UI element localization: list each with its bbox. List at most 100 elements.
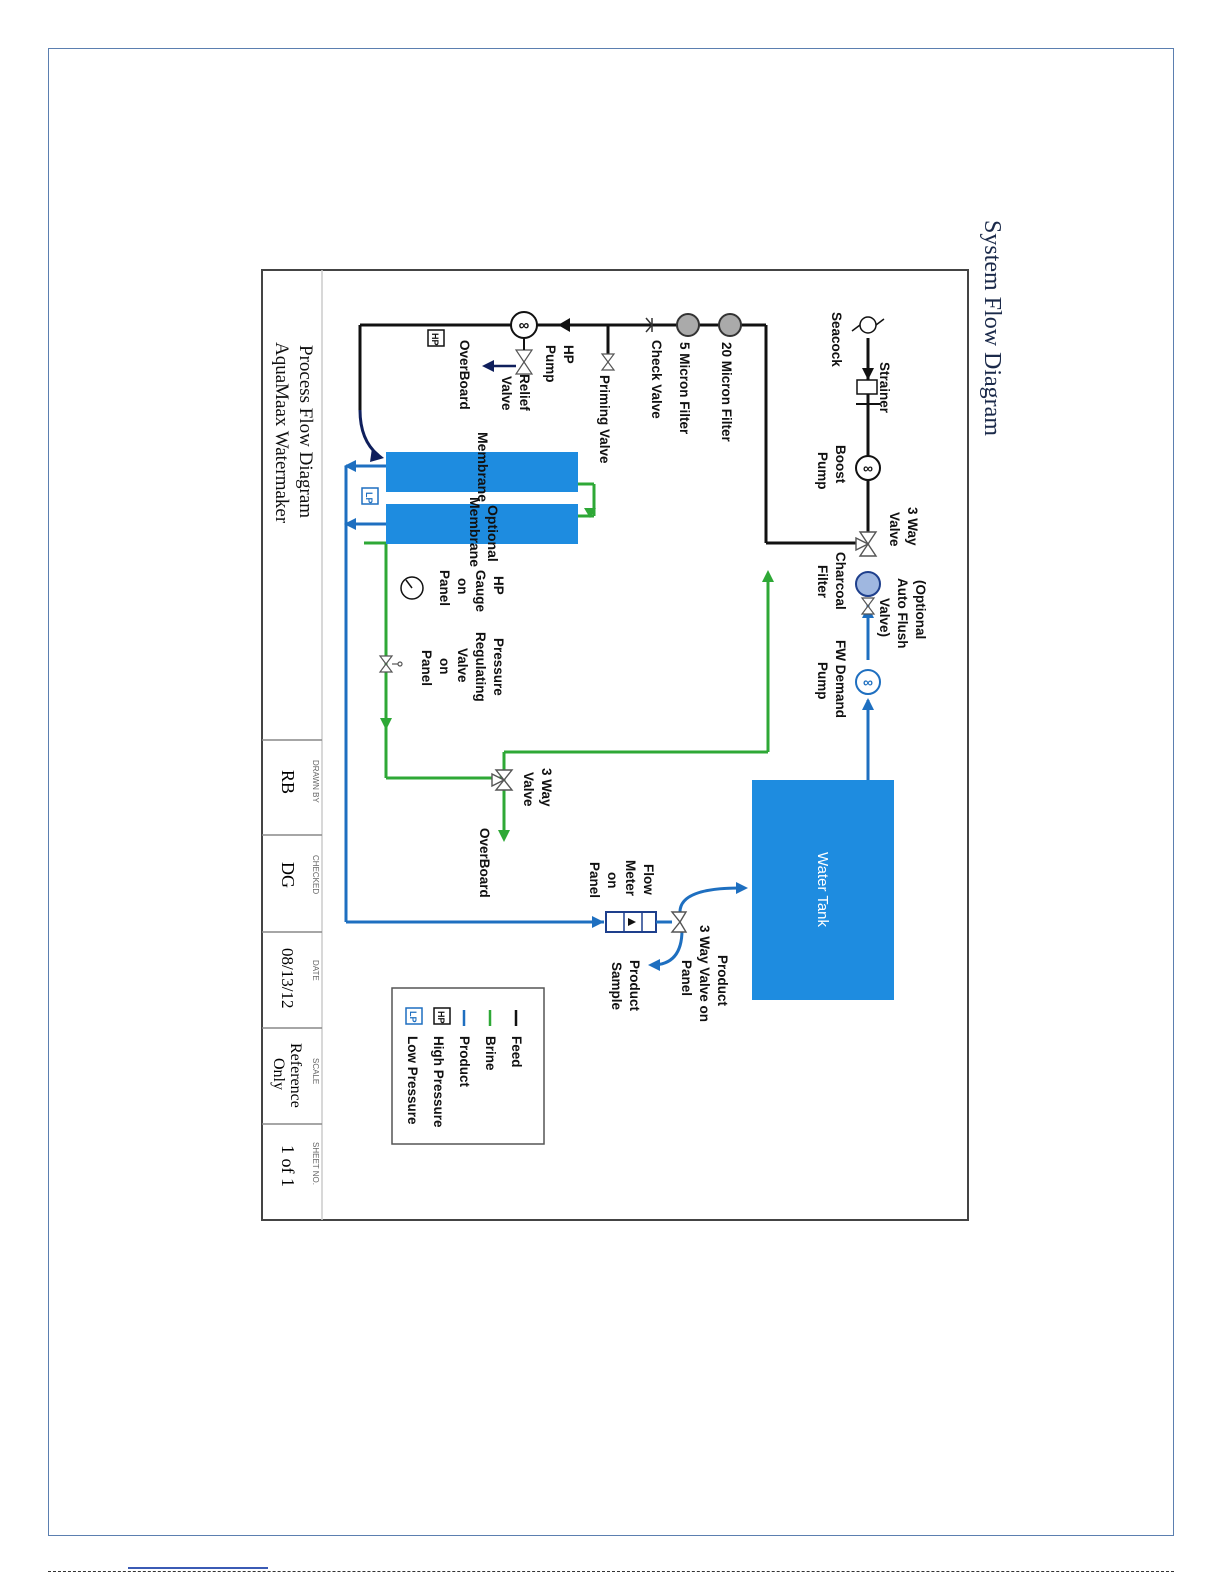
- scale-value-2: Only: [270, 1058, 287, 1090]
- flow-meter-label: Flow: [641, 864, 656, 895]
- three-way-valve-top-icon: [855, 531, 878, 557]
- arrow-icon: [862, 368, 874, 380]
- legend-item-low-pressure: LP Low Pressure: [405, 1007, 423, 1125]
- water-tank-label: Water Tank: [814, 852, 831, 928]
- charcoal-filter-icon: [855, 571, 881, 597]
- overboard-brine-label: OverBoard: [477, 828, 492, 898]
- charcoal-filter-label-2: Filter: [815, 565, 830, 599]
- optional-membrane-box: [386, 504, 578, 544]
- product-valve-label-3: Panel: [679, 960, 694, 996]
- arrow-icon: [584, 508, 596, 518]
- hp-line: [358, 409, 379, 457]
- arrow-icon: [344, 460, 356, 472]
- scale-value: Reference: [287, 1043, 304, 1108]
- svg-text:LP: LP: [364, 492, 374, 504]
- product-sample-label-2: Sample: [609, 962, 624, 1011]
- three-way-valve-bottom-label-2: Valve: [521, 772, 536, 807]
- micron-20-filter-icon: [718, 313, 742, 337]
- hp-badge-legend: HP: [436, 1011, 446, 1024]
- hp-pump-label: HP: [561, 345, 576, 364]
- fw-demand-pump-label-2: Pump: [815, 662, 830, 700]
- drawing-border: [261, 269, 969, 1221]
- three-way-valve-bottom-icon: [491, 769, 514, 791]
- arrow-icon: [592, 916, 604, 928]
- arrow-icon: [498, 830, 510, 842]
- drawn-by-caption: DRAWN BY: [311, 760, 320, 803]
- check-valve-icon: [645, 317, 653, 333]
- charcoal-filter-label: Charcoal: [833, 552, 848, 610]
- page-frame: [48, 48, 1174, 1536]
- sheet-value: 1 of 1: [278, 1145, 298, 1187]
- product-lines: [344, 464, 870, 967]
- fw-demand-pump-label: FW Demand: [833, 640, 848, 718]
- title-block-subtitle: AquaMaax Watermaker: [271, 342, 292, 524]
- hp-pump-icon: ∞: [510, 311, 538, 339]
- arrow-icon: [648, 959, 660, 971]
- arrow-icon: [862, 698, 874, 710]
- three-way-valve-top-label: 3 Way: [905, 507, 920, 546]
- hp-gauge-label-3: on: [455, 578, 470, 595]
- svg-text:∞: ∞: [863, 460, 873, 476]
- svg-text:∞: ∞: [519, 317, 530, 334]
- checked-value: DG: [278, 862, 298, 888]
- product-sample-label: Product: [627, 960, 642, 1012]
- arrow-icon: [344, 518, 356, 530]
- product-three-way-valve-icon: [670, 911, 688, 933]
- relief-valve-icon: [514, 349, 534, 375]
- pressure-valve-label-3: Valve: [455, 648, 470, 683]
- strainer-icon: [856, 379, 880, 405]
- page-footer-link-mark: [128, 1567, 268, 1569]
- water-tank-box: [752, 780, 894, 1000]
- pressure-valve-label-4: on: [437, 658, 452, 675]
- flow-meter-label-2: Meter: [623, 860, 638, 897]
- hp-gauge-label: HP: [491, 576, 506, 595]
- title-block-title: Process Flow Diagram: [295, 345, 316, 518]
- arrow-icon: [558, 318, 570, 332]
- flow-meter-label-4: Panel: [587, 862, 602, 898]
- lp-badge-legend: LP: [408, 1011, 418, 1023]
- overboard-relief-label: OverBoard: [457, 340, 472, 410]
- micron-5-label: 5 Micron Filter: [677, 342, 692, 435]
- pressure-valve-label-2: Regulating: [473, 632, 488, 702]
- product-valve-label: Product: [715, 955, 730, 1007]
- boost-pump-label-2: Pump: [815, 452, 830, 490]
- check-valve-label: Check Valve: [649, 340, 664, 419]
- micron-20-label: 20 Micron Filter: [719, 342, 734, 443]
- drawn-by-value: RB: [278, 770, 298, 794]
- boost-pump-label: Boost: [833, 445, 848, 484]
- date-value: 08/13/12: [278, 948, 297, 1008]
- optional-membrane-label-2: Membrane: [467, 497, 483, 567]
- legend-label: Product: [457, 1036, 472, 1088]
- pressure-regulating-valve-icon: [378, 655, 403, 673]
- arrow-icon: [370, 448, 384, 462]
- legend-label: Brine: [483, 1036, 498, 1071]
- auto-flush-label-2: Auto Flush: [895, 578, 910, 649]
- hp-gauge-icon: [400, 576, 424, 600]
- feed-lines: [358, 323, 870, 545]
- three-way-valve-bottom-label: 3 Way: [539, 768, 554, 807]
- lp-badge: LP: [361, 487, 379, 505]
- scale-caption: SCALE: [311, 1058, 320, 1084]
- legend-label: Low Pressure: [405, 1036, 420, 1125]
- date-caption: DATE: [311, 960, 320, 981]
- fw-demand-pump-icon: ∞: [855, 669, 881, 695]
- hp-gauge-label-4: Panel: [437, 570, 452, 606]
- legend-label: Feed: [509, 1036, 524, 1068]
- three-way-valve-top-label-2: Valve: [887, 512, 902, 547]
- relief-valve-label: Relief: [517, 374, 532, 411]
- seacock-icon: [851, 316, 885, 334]
- pressure-valve-label: Pressure: [491, 638, 506, 696]
- relief-valve-label-2: Valve: [499, 376, 514, 411]
- page-title: System Flow Diagram: [979, 220, 1005, 436]
- arrow-icon: [736, 882, 748, 894]
- legend-item-high-pressure: HP High Pressure: [431, 1007, 451, 1128]
- auto-flush-valve-icon: [860, 597, 876, 615]
- svg-text:∞: ∞: [863, 674, 873, 690]
- page-footer-rule: [48, 1571, 1174, 1572]
- strainer-label: Strainer: [877, 362, 892, 414]
- auto-flush-label-3: Valve): [877, 598, 892, 637]
- legend-item-feed: Feed: [509, 1010, 524, 1068]
- svg-text:HP: HP: [430, 333, 440, 346]
- priming-valve-icon: [600, 353, 616, 371]
